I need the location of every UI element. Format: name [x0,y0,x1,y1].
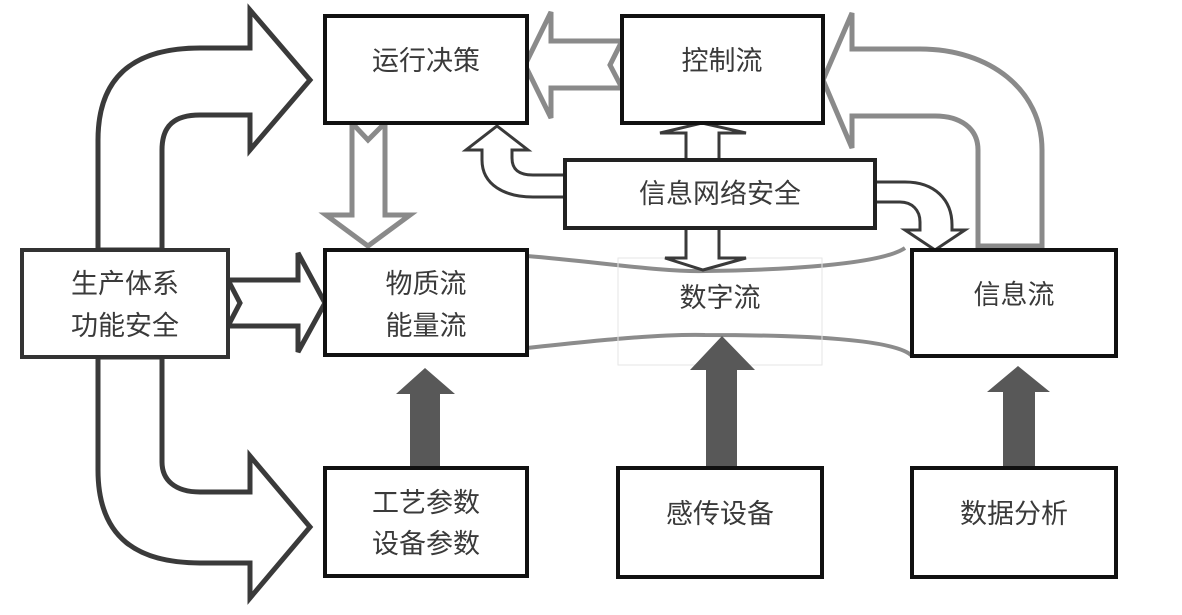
production-safety-label-line2: 功能安全 [71,311,179,342]
arrow-info-to-control [820,12,1045,249]
arrow-analysis-to-info [987,366,1050,468]
process-params-label: 工艺参数 [372,488,480,519]
arrow-security-to-control [659,121,747,160]
production-safety-box[interactable] [20,248,230,359]
sensing-devices-box[interactable] [616,466,824,579]
arrow-sensing-to-digital [690,336,755,468]
decision-box[interactable] [323,14,529,125]
data-analysis-box[interactable] [910,466,1118,579]
arrow-safety-to-decision [95,3,314,253]
digital-flow-label: 数字流 [680,283,761,314]
process-params-box[interactable] [323,466,529,578]
arrow-safety-to-params [95,354,314,605]
channel-bottom-line [526,332,914,358]
control-flow-label: 控制流 [682,46,763,77]
material-energy-flow-box[interactable] [323,248,529,357]
info-flow-label: 信息流 [974,280,1055,311]
arrow-security-to-digital [664,228,747,272]
channel-top-line [526,246,907,274]
energy-flow-label: 能量流 [386,311,467,342]
material-flow-label: 物质流 [386,269,467,300]
arrow-security-to-info [873,180,970,252]
arrow-decision-to-material [318,116,418,250]
arrow-safety-to-material [223,251,328,354]
arrow-control-to-decision [522,10,627,120]
production-safety-label-line1: 生产体系 [71,269,179,300]
device-params-label: 设备参数 [372,529,480,560]
control-flow-box[interactable] [620,14,825,125]
info-network-security-label: 信息网络安全 [639,179,801,210]
data-analysis-label: 数据分析 [960,499,1068,530]
decision-label: 运行决策 [372,46,480,77]
info-flow-box[interactable] [910,248,1118,358]
sensing-devices-label: 感传设备 [666,499,774,530]
arrow-params-to-material [396,368,455,468]
arrow-security-to-decision [461,124,567,199]
info-network-security-box[interactable] [563,158,877,230]
